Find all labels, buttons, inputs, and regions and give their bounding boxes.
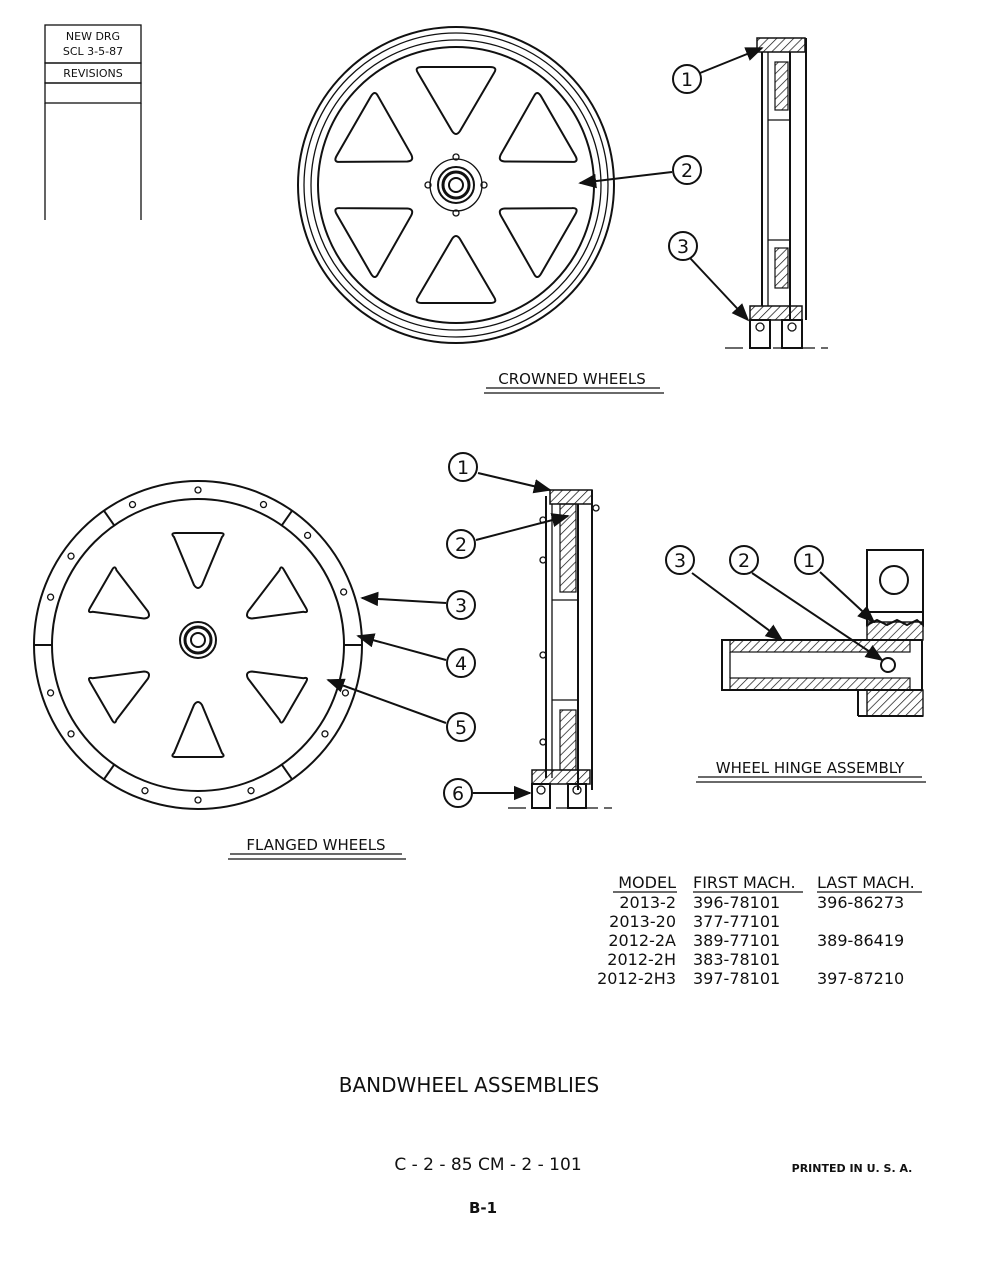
callout-hinge-3: 3 (674, 550, 686, 572)
table-header-model: MODEL (618, 873, 676, 892)
table-cell-first: 389-77101 (693, 931, 780, 950)
callout-flanged-2: 2 (455, 534, 467, 556)
flanged-wheel-section-view (508, 489, 612, 809)
drawing-title: BANDWHEEL ASSEMBLIES (339, 1073, 599, 1097)
callout-flanged-4: 4 (455, 653, 467, 675)
revision-line-2: SCL 3-5-87 (63, 45, 123, 58)
table-cell-model: 2013-2 (619, 893, 676, 912)
hinge-callouts: 3 2 1 (665, 545, 884, 662)
table-cell-last: 396-86273 (817, 893, 904, 912)
wheel-hinge-assembly-view (721, 549, 924, 717)
table-cell-model: 2012-2A (608, 931, 676, 950)
caption-wheel-hinge-assembly: WHEEL HINGE ASSEMBLY (716, 759, 905, 777)
table-cell-first: 396-78101 (693, 893, 780, 912)
crowned-wheel-section-view (725, 37, 828, 349)
callout-flanged-3: 3 (455, 595, 467, 617)
table-header-first-mach: FIRST MACH. (693, 873, 796, 892)
revision-line-1: NEW DRG (66, 30, 120, 43)
callout-flanged-5: 5 (455, 717, 467, 739)
crowned-callouts: 1 2 3 (578, 47, 764, 322)
flanged-callouts: 1 2 3 4 5 6 (326, 452, 570, 808)
callout-crowned-2: 2 (681, 160, 693, 182)
revisions-label: REVISIONS (63, 67, 122, 80)
model-table: MODEL FIRST MACH. LAST MACH. 2013-2 396-… (597, 873, 922, 988)
drawing-number: C - 2 - 85 CM - 2 - 101 (394, 1155, 581, 1175)
caption-crowned-wheels: CROWNED WHEELS (498, 370, 646, 388)
table-cell-first: 383-78101 (693, 950, 780, 969)
crowned-wheel-front-view (297, 26, 615, 344)
table-header-last-mach: LAST MACH. (817, 873, 915, 892)
callout-crowned-3: 3 (677, 236, 689, 258)
table-cell-model: 2012-2H (607, 950, 676, 969)
caption-flanged-wheels: FLANGED WHEELS (246, 836, 385, 854)
table-cell-first: 397-78101 (693, 969, 780, 988)
table-cell-first: 377-77101 (693, 912, 780, 931)
callout-flanged-6: 6 (452, 783, 464, 805)
callout-hinge-1: 1 (803, 550, 815, 572)
revision-block: NEW DRG SCL 3-5-87 REVISIONS (44, 24, 142, 220)
callout-flanged-1: 1 (457, 457, 469, 479)
callout-crowned-1: 1 (681, 69, 693, 91)
table-cell-model: 2013-20 (609, 912, 676, 931)
table-cell-last: 389-86419 (817, 931, 904, 950)
flanged-wheel-front-view (33, 480, 363, 810)
printed-in-usa: PRINTED IN U. S. A. (792, 1162, 913, 1175)
callout-hinge-2: 2 (738, 550, 750, 572)
table-cell-model: 2012-2H3 (597, 969, 676, 988)
page-number: B-1 (469, 1199, 497, 1217)
table-cell-last: 397-87210 (817, 969, 904, 988)
